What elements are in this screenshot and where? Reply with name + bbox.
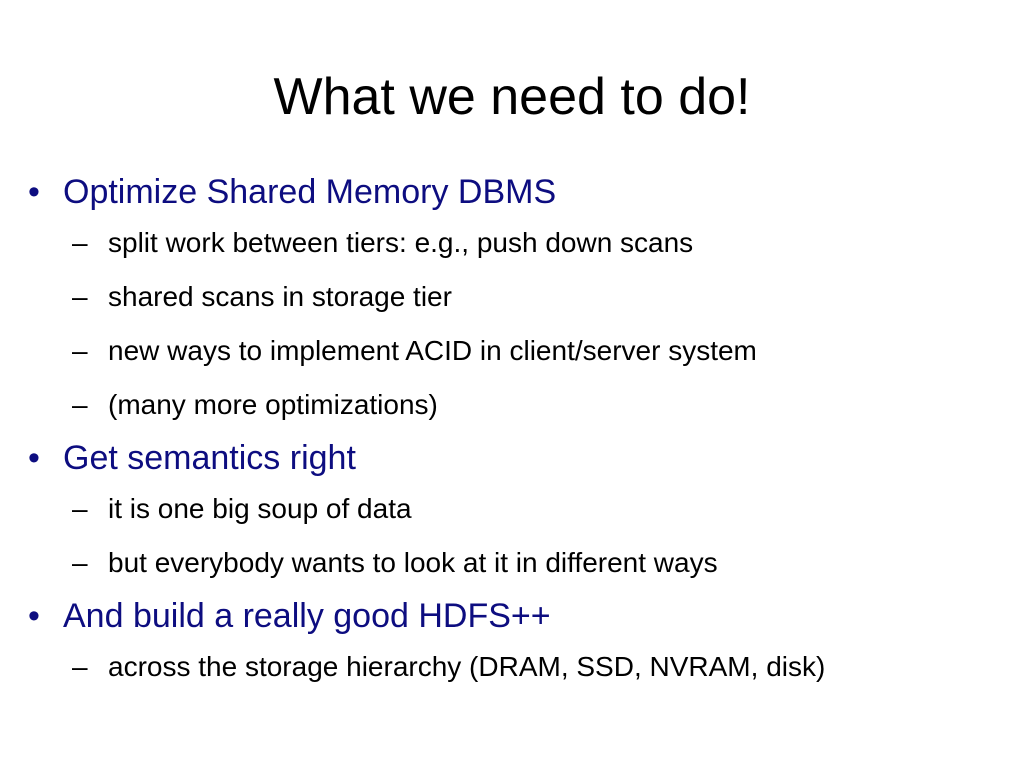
sub-item-text: (many more optimizations) [108, 389, 438, 420]
sub-item: – (many more optimizations) [28, 378, 1008, 432]
sub-item-text: but everybody wants to look at it in dif… [108, 547, 718, 578]
dash-icon: – [72, 651, 88, 682]
sub-item: – new ways to implement ACID in client/s… [28, 324, 1008, 378]
sub-item-text: split work between tiers: e.g., push dow… [108, 227, 694, 258]
dash-icon: – [72, 335, 88, 366]
sub-item: – across the storage hierarchy (DRAM, SS… [28, 640, 1008, 694]
bullet-text: Optimize Shared Memory DBMS [63, 173, 557, 211]
bullet-icon: • [28, 173, 40, 211]
sub-item: – it is one big soup of data [28, 482, 1008, 536]
dash-icon: – [72, 493, 88, 524]
slide-title: What we need to do! [273, 68, 751, 126]
sub-item-text: across the storage hierarchy (DRAM, SSD,… [108, 651, 826, 682]
bullet-item: • Get semantics right [28, 432, 1008, 484]
sub-item-text: new ways to implement ACID in client/ser… [108, 335, 757, 366]
bullet-icon: • [28, 597, 40, 635]
dash-icon: – [72, 547, 88, 578]
sub-item-text: shared scans in storage tier [108, 281, 452, 312]
bullet-item: • And build a really good HDFS++ [28, 590, 1008, 642]
sub-item: – split work between tiers: e.g., push d… [28, 216, 1008, 270]
sub-item: – shared scans in storage tier [28, 270, 1008, 324]
dash-icon: – [72, 281, 88, 312]
slide-content: • Optimize Shared Memory DBMS – split wo… [28, 166, 1008, 694]
sub-item: – but everybody wants to look at it in d… [28, 536, 1008, 590]
bullet-text: And build a really good HDFS++ [63, 597, 551, 635]
bullet-item: • Optimize Shared Memory DBMS [28, 166, 1008, 218]
dash-icon: – [72, 227, 88, 258]
bullet-icon: • [28, 439, 40, 477]
bullet-text: Get semantics right [63, 439, 356, 477]
dash-icon: – [72, 389, 88, 420]
sub-item-text: it is one big soup of data [108, 493, 412, 524]
